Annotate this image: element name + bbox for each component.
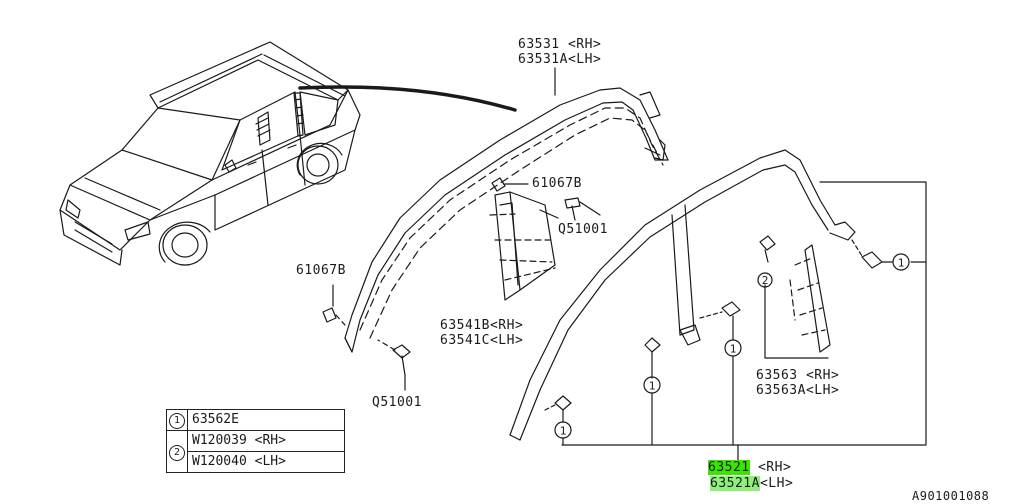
callout-63521-suffix: <RH> [749, 460, 792, 475]
callout-63563-rh: 63563 <RH> [756, 368, 840, 383]
quarter-trim-63563 [789, 244, 831, 353]
legend-table: 1 63562E 2 W120039 <RH> W120040 <LH> [166, 409, 345, 473]
marker-1-front: 1 [643, 376, 661, 394]
clip-rear [851, 239, 894, 269]
marker-1-rear: 1 [892, 253, 910, 271]
callout-63521a-lh: 63521A<LH> [710, 476, 793, 491]
highlight-63521: 63521 [708, 460, 750, 475]
legend-row: 1 63562E [166, 409, 345, 431]
callout-63541b-rh: 63541B<RH> [440, 318, 524, 333]
legend-marker: 1 [169, 413, 185, 429]
legend-part-cell: W120040 <LH> [187, 451, 345, 473]
callout-63521a-suffix: <LH> [759, 476, 794, 491]
callout-63541c-lh: 63541C<LH> [440, 333, 524, 348]
svg-text:2: 2 [762, 274, 769, 287]
legend-row: 2 W120039 <RH> [166, 430, 345, 473]
legend-part-cell: 63562E [187, 409, 345, 431]
svg-text:1: 1 [898, 257, 905, 270]
pointer-arc [298, 85, 517, 112]
callout-63531-rh: 63531 <RH> [518, 37, 602, 52]
svg-text:1: 1 [560, 425, 567, 438]
legend-part-cell: W120039 <RH> [187, 430, 345, 452]
vehicle-illustration [59, 41, 361, 266]
svg-text:1: 1 [649, 380, 656, 393]
legend-row: W120040 <LH> [167, 451, 345, 473]
clip-bottom [544, 395, 572, 423]
callout-q51001-top: Q51001 [558, 222, 608, 237]
legend-num-cell: 2 [166, 430, 188, 473]
svg-text:1: 1 [730, 343, 737, 356]
highlight-63521a: 63521A [710, 476, 760, 491]
screw-q51001-top [564, 197, 601, 221]
clip-quarter [759, 235, 829, 359]
marker-1-bottom: 1 [554, 421, 572, 439]
door-frame-molding-63521 [509, 149, 856, 441]
legend-marker: 2 [169, 444, 185, 461]
clip-61067b-left [322, 284, 346, 326]
marker-1-pillar: 1 [724, 339, 742, 357]
clip-pillar [699, 301, 741, 341]
callout-61067b-left: 61067B [296, 263, 346, 278]
screw-q51001-bottom [377, 339, 411, 391]
marker-2-quarter: 2 [757, 272, 773, 288]
callout-61067b-top: 61067B [532, 176, 582, 191]
legend-num-cell: 1 [166, 409, 188, 431]
roof-molding-63531 [344, 87, 669, 353]
callout-63531a-lh: 63531A<LH> [518, 52, 602, 67]
diagram-code: A901001088 [912, 489, 990, 503]
clip-front [644, 337, 661, 379]
callout-63563a-lh: 63563A<LH> [756, 383, 840, 398]
callout-q51001-bottom: Q51001 [372, 395, 422, 410]
callout-63521-rh: 63521 <RH> [708, 460, 791, 475]
clip-61067b-top [491, 177, 529, 192]
pillar-garnish-63541 [489, 191, 559, 301]
